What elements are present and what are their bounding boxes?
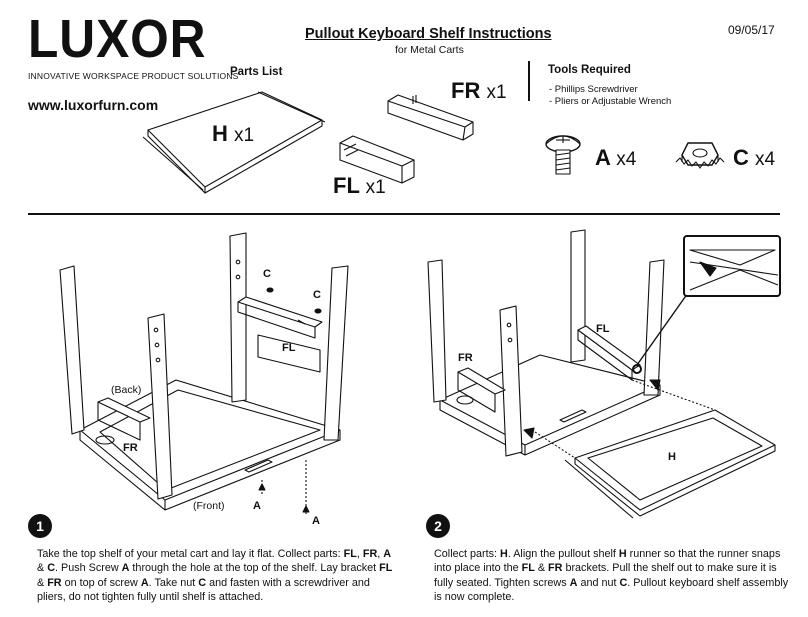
step2-label-fl: FL — [596, 323, 610, 335]
part-h-label: H x1 — [212, 121, 255, 146]
tool-item: - Phillips Screwdriver — [549, 84, 638, 95]
part-a-label: A x4 — [595, 145, 637, 170]
instruction-text: . Take nut — [148, 576, 199, 589]
part-code: C — [198, 576, 207, 589]
instruction-text: & — [37, 562, 48, 575]
instruction-text: and fasten with a screwdriver and pliers… — [37, 576, 370, 603]
instruction-text: and nut — [577, 576, 620, 589]
part-code: A — [121, 562, 130, 575]
part-code: H — [618, 548, 627, 560]
part-c-label: C x4 — [733, 145, 776, 170]
step1-instructions: Take the top shelf of your metal cart an… — [37, 547, 397, 604]
part-code: H — [500, 548, 508, 560]
step1-cart-drawing — [59, 232, 349, 515]
step2-instructions: Collect parts: H. Align the pullout shel… — [434, 547, 789, 604]
nut-c-drawing — [675, 142, 725, 169]
step1-label-a: A — [253, 500, 261, 512]
brand-logo: LUXOR — [28, 9, 207, 69]
document-date: 09/05/17 — [728, 23, 775, 37]
part-code: FL — [343, 548, 357, 560]
part-fr-label: FR x1 — [451, 78, 507, 103]
part-code: FR — [548, 562, 563, 575]
instruction-text: brackets. Pull the shelf out to make sur… — [434, 562, 777, 589]
instruction-text: . Pullout keyboard shelf assembly is now… — [434, 576, 789, 603]
step1-label-fl: FL — [282, 342, 296, 354]
brand-tagline: INNOVATIVE WORKSPACE PRODUCT SOLUTIONS — [28, 71, 239, 81]
page-subtitle: for Metal Carts — [395, 44, 464, 56]
instruction-text: . Push Screw — [55, 562, 122, 575]
instruction-text: Collect parts: — [434, 548, 501, 560]
instruction-text: runner so that the runner snaps into pla… — [434, 548, 781, 575]
parts-list-heading: Parts List — [230, 66, 283, 78]
part-code: FR — [362, 548, 378, 560]
part-code: FL — [379, 562, 393, 575]
part-code: FR — [47, 576, 62, 589]
instruction-text: , — [356, 548, 363, 560]
part-code: A — [140, 576, 149, 589]
tool-item: - Pliers or Adjustable Wrench — [549, 96, 672, 107]
instruction-text: on top of screw — [61, 576, 141, 589]
step-number-1: 1 — [28, 514, 52, 538]
instruction-text: . Align the pullout shelf — [507, 548, 619, 560]
step1-label-fr: FR — [123, 442, 138, 454]
step1-label-front: (Front) — [193, 500, 225, 512]
tools-heading: Tools Required — [548, 64, 631, 76]
header-divider — [528, 61, 530, 101]
instruction-text: through the hole at the top of the shelf… — [129, 562, 380, 575]
part-code: C — [619, 576, 628, 589]
step1-label-c: C — [313, 289, 321, 301]
step1-label-c: C — [263, 268, 271, 280]
part-code: FL — [521, 562, 535, 575]
bracket-fr-drawing — [387, 94, 474, 141]
website-link[interactable]: www.luxorfurn.com — [28, 97, 159, 113]
step-number-2: 2 — [426, 514, 450, 538]
screw-a-drawing — [545, 135, 581, 175]
part-code: C — [47, 562, 56, 575]
instruction-text: & — [534, 562, 549, 575]
page-title: Pullout Keyboard Shelf Instructions — [305, 26, 552, 42]
instruction-text: Take the top shelf of your metal cart an… — [37, 548, 344, 560]
shelf-h-drawing — [142, 91, 326, 194]
step1-label-back: (Back) — [111, 384, 142, 396]
part-code: A — [569, 576, 578, 589]
step2-label-h: H — [668, 451, 676, 463]
step2-cart-drawing — [427, 229, 781, 519]
bracket-fl-drawing — [339, 135, 415, 184]
step2-label-fr: FR — [458, 352, 473, 364]
part-code: A — [383, 548, 392, 560]
section-divider — [28, 213, 780, 215]
instruction-text: , — [377, 548, 384, 560]
part-fl-label: FL x1 — [333, 173, 386, 198]
step1-label-a: A — [312, 515, 320, 527]
instruction-text: & — [37, 576, 48, 589]
